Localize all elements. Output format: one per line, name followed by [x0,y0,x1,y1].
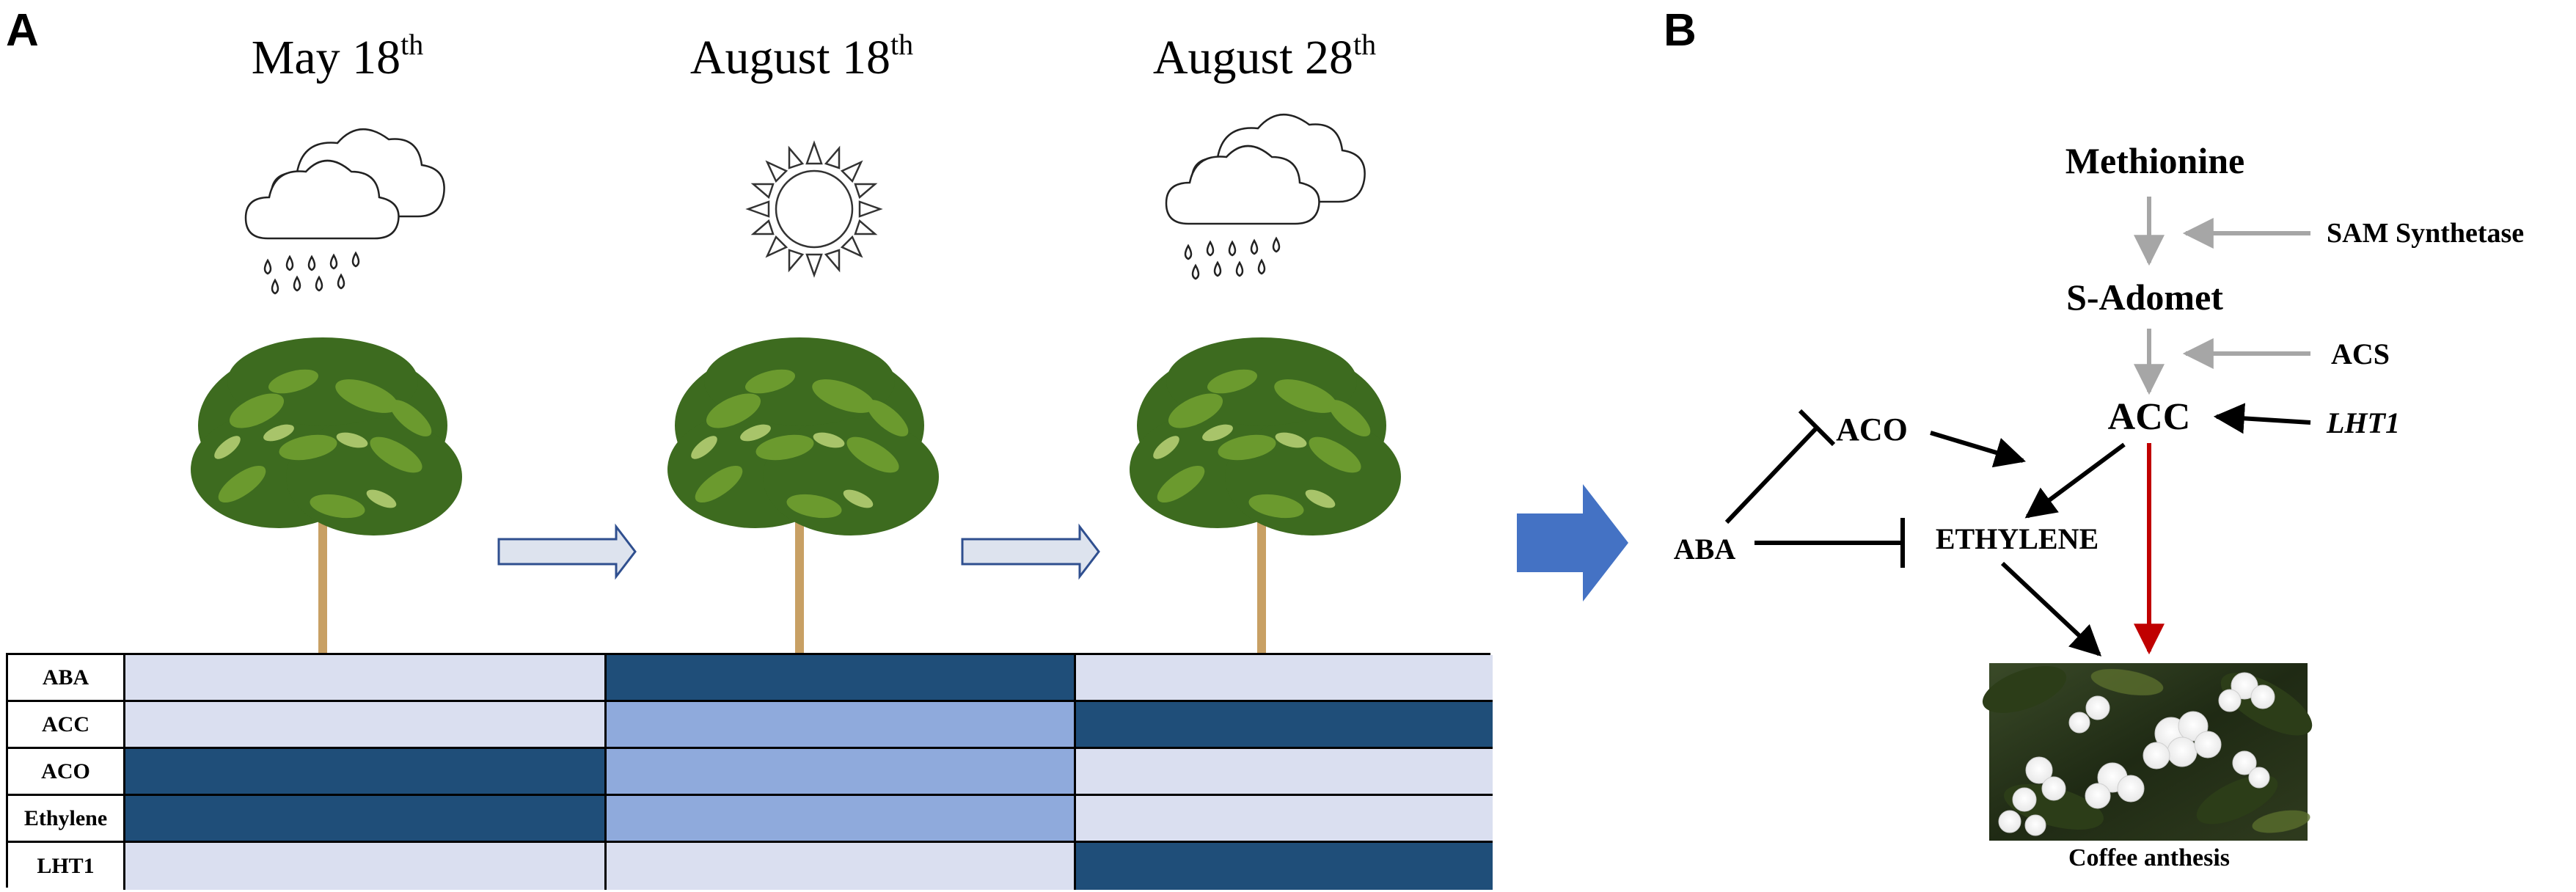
heatmap-row-label: Ethylene [8,796,125,843]
coffee-tree-image [1130,337,1401,653]
heatmap-cell [607,702,1076,749]
node-acs: ACS [2331,337,2390,370]
progression-arrow [961,523,1100,580]
node-acc: ACC [2108,396,2191,438]
heatmap-row-label: ACO [8,749,125,796]
heatmap-row-label: ACC [8,702,125,749]
arrow-acc-to-ethylene [2024,442,2126,519]
heatmap-row-label: LHT1 [8,843,125,890]
heatmap-cell [607,749,1076,796]
coffee-flower-photo [1982,663,2313,841]
coffee-tree-image [667,337,939,653]
panel-transition-arrow [1517,484,1628,602]
node-aco: ACO [1836,412,1908,447]
arrow-lht1-to-acc [2213,403,2311,434]
heatmap-cell [1076,843,1493,890]
sun-icon [745,140,883,278]
heatmap-cell [125,702,607,749]
heatmap-cell [607,655,1076,702]
node-lht1: LHT1 [2326,406,2400,439]
heatmap-cell [1076,655,1493,702]
inhibition-aba-ethylene [1754,518,1905,568]
date-header-3-sup: th [1353,28,1376,61]
node-methionine: Methionine [2065,140,2244,181]
date-header-1-main: May 18 [252,31,400,84]
node-sadomet: S-Adomet [2066,277,2223,318]
rain-cloud-icon [244,128,445,295]
date-header-2-main: August 18 [690,31,890,84]
heatmap-cell [125,655,607,702]
heatmap-cell [125,843,607,890]
node-aba: ABA [1674,533,1736,566]
heatmap-cell [1076,749,1493,796]
date-header-3-main: August 28 [1153,31,1353,84]
arrow-ethylene-to-anthesis [2000,561,2102,657]
date-header-1-sup: th [400,28,423,61]
date-header-2-sup: th [890,28,913,61]
inhibition-aba-aco [1724,409,1836,524]
rain-cloud-icon [1165,114,1366,280]
date-header-1: May 18th [252,28,424,84]
date-header-3: August 28th [1153,28,1376,84]
heatmap-cell [125,796,607,843]
panel-a-letter: A [6,5,39,56]
panel-b-letter: B [1664,5,1697,56]
heatmap-cell [607,843,1076,890]
heatmap-row-label: ABA [8,655,125,702]
node-ethylene: ETHYLENE [1936,522,2099,555]
heatmap-cell [1076,796,1493,843]
heatmap-cell [1076,702,1493,749]
heatmap-cell [607,796,1076,843]
photo-caption: Coffee anthesis [2068,844,2230,871]
arrow-aco-to-ethylene [1930,431,2027,468]
date-header-2: August 18th [690,28,913,84]
progression-arrow [497,523,637,580]
heatmap-cell [125,749,607,796]
node-sam-synthetase: SAM Synthetase [2327,218,2524,249]
coffee-tree-image [191,337,462,653]
